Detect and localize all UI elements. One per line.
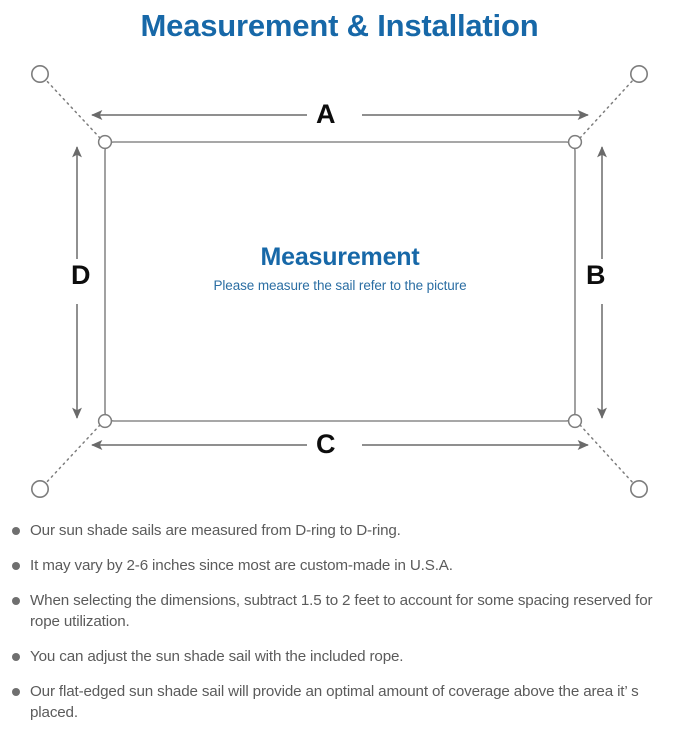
dimension-label-a: A	[307, 98, 345, 131]
rope-line-top-left	[44, 78, 101, 139]
rope-line-bottom-right	[579, 424, 635, 485]
note-text: You can adjust the sun shade sail with t…	[30, 648, 404, 665]
dimension-label-b: B	[577, 259, 615, 292]
d-ring-bottom-right	[567, 413, 583, 429]
anchor-point-bottom-right	[629, 479, 648, 498]
note-text: Our flat-edged sun shade sail will provi…	[30, 683, 639, 721]
anchor-point-top-left	[30, 65, 49, 83]
list-item: You can adjust the sun shade sail with t…	[0, 646, 679, 667]
anchor-point-bottom-left	[30, 479, 49, 498]
rope-line-top-right	[579, 78, 635, 139]
diagram-svg	[30, 65, 648, 498]
measurement-diagram: A C D B Measurement Please measure the s…	[0, 52, 679, 517]
bullet-icon	[12, 527, 20, 535]
bullet-icon	[12, 688, 20, 696]
bullet-icon	[12, 562, 20, 570]
bullet-icon	[12, 597, 20, 605]
d-ring-bottom-left	[97, 413, 113, 429]
dimension-label-d: D	[62, 259, 100, 292]
note-text: Our sun shade sails are measured from D-…	[30, 522, 401, 539]
dimension-label-c: C	[307, 428, 345, 461]
rope-line-bottom-left	[44, 424, 101, 485]
list-item: Our flat-edged sun shade sail will provi…	[0, 681, 679, 723]
list-item: It may vary by 2-6 inches since most are…	[0, 555, 679, 576]
bullet-icon	[12, 653, 20, 661]
page-title: Measurement & Installation	[140, 8, 539, 43]
sail-rectangle	[104, 141, 576, 422]
list-item: When selecting the dimensions, subtract …	[0, 590, 679, 632]
d-ring-top-left	[97, 134, 113, 150]
note-text: It may vary by 2-6 inches since most are…	[30, 557, 453, 574]
anchor-point-top-right	[629, 65, 648, 83]
notes-list: Our sun shade sails are measured from D-…	[0, 520, 679, 723]
note-text: When selecting the dimensions, subtract …	[30, 592, 653, 630]
list-item: Our sun shade sails are measured from D-…	[0, 520, 679, 541]
d-ring-top-right	[567, 134, 583, 150]
